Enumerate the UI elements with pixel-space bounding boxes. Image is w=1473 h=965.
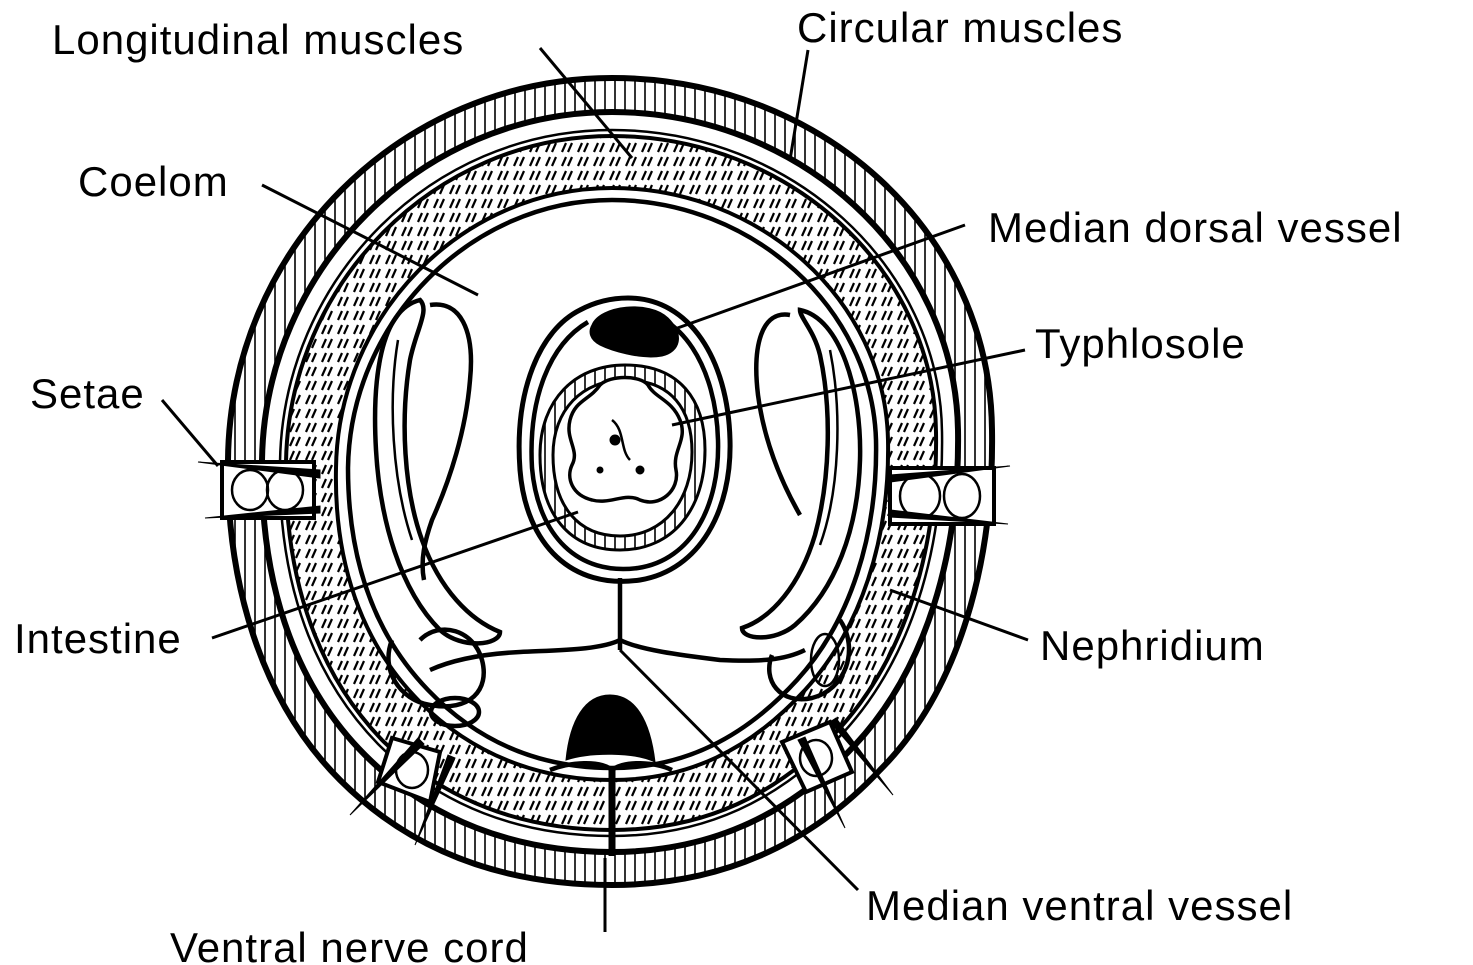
- label-circular-muscles: Circular muscles: [797, 4, 1123, 51]
- median-ventral-vessel: [566, 695, 655, 762]
- label-median-dorsal-vessel: Median dorsal vessel: [988, 204, 1403, 251]
- label-ventral-nerve-cord: Ventral nerve cord: [170, 924, 529, 965]
- label-longitudinal-muscles: Longitudinal muscles: [52, 16, 464, 63]
- label-intestine: Intestine: [14, 615, 182, 662]
- label-median-ventral-vessel: Median ventral vessel: [866, 882, 1293, 929]
- label-typhlosole: Typhlosole: [1035, 320, 1246, 367]
- leader-setae: [162, 400, 218, 466]
- left-nephridium: [375, 300, 500, 726]
- label-setae: Setae: [30, 370, 145, 417]
- label-nephridium: Nephridium: [1040, 622, 1265, 669]
- label-coelom: Coelom: [78, 158, 229, 205]
